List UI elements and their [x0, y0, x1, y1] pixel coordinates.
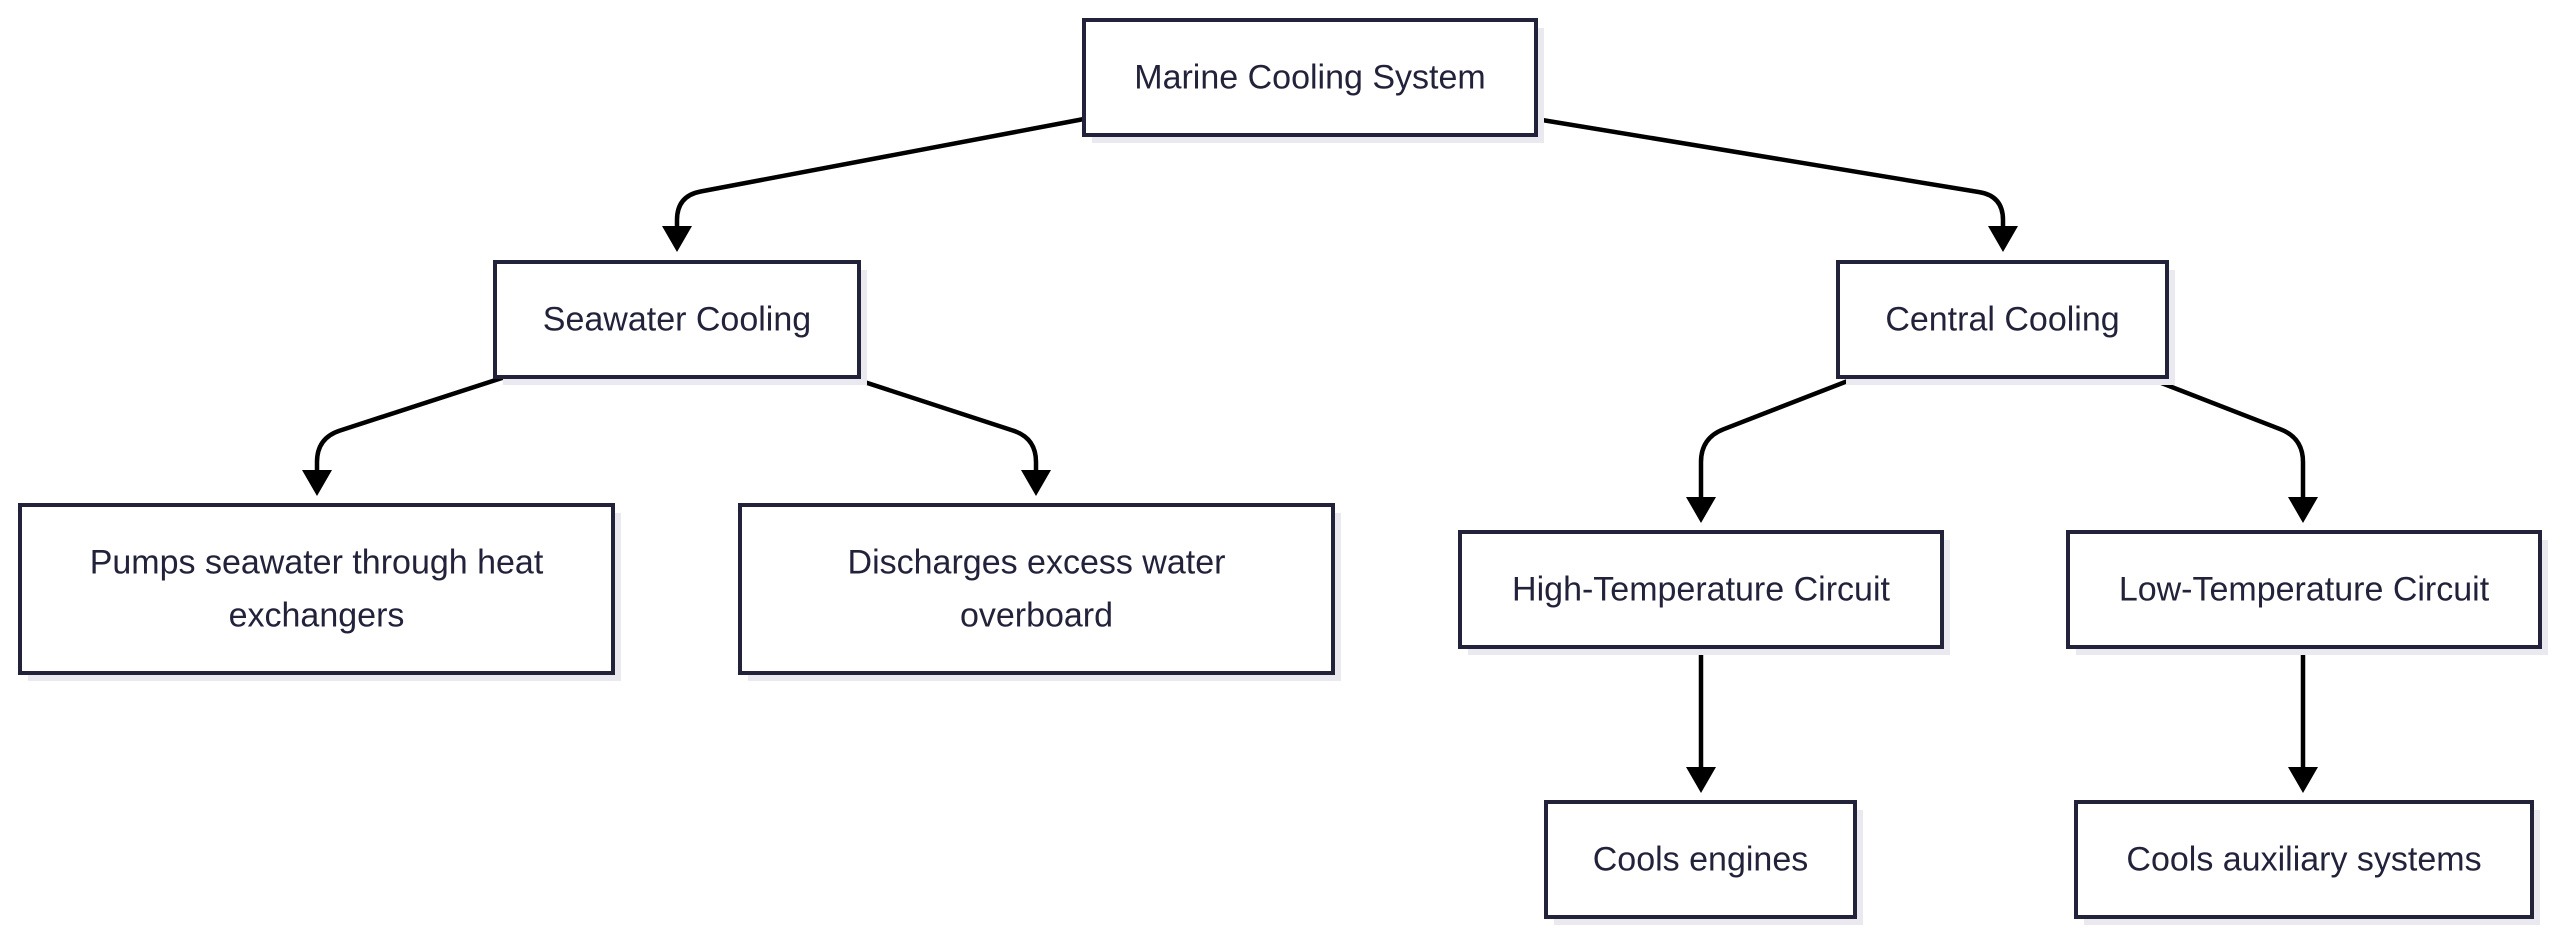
arrowhead-icon	[1021, 470, 1051, 496]
node-label-line: Central Cooling	[1885, 300, 2119, 338]
edge-central-to-ht	[1686, 374, 1859, 523]
edge-line	[674, 116, 1085, 230]
node-seawater: Seawater Cooling	[493, 260, 867, 385]
edge-lt-to-aux	[2288, 647, 2318, 793]
arrowhead-icon	[302, 470, 332, 496]
edge-root-to-central	[1535, 116, 2018, 252]
edge-central-to-lt	[2145, 374, 2318, 523]
node-label-line: overboard	[960, 596, 1113, 634]
node-pumps: Pumps seawater through heat exchangers	[18, 503, 621, 681]
edge-line	[848, 374, 1039, 474]
node-central: Central Cooling	[1836, 260, 2175, 385]
node-lt: Low-Temperature Circuit	[2066, 530, 2548, 655]
node-engines: Cools engines	[1544, 800, 1863, 925]
edge-root-to-seawater	[662, 116, 1085, 252]
node-box	[1544, 800, 1857, 919]
arrowhead-icon	[1686, 767, 1716, 793]
node-box	[2066, 530, 2542, 649]
arrowhead-icon	[2288, 497, 2318, 523]
node-label-line: Cools engines	[1593, 840, 1808, 878]
node-ht: High-Temperature Circuit	[1458, 530, 1950, 655]
node-box	[18, 503, 615, 675]
arrowhead-icon	[1988, 226, 2018, 252]
node-label-line: High-Temperature Circuit	[1512, 570, 1890, 608]
node-label-line: Low-Temperature Circuit	[2119, 570, 2490, 608]
node-root: Marine Cooling System	[1082, 18, 1544, 143]
arrowhead-icon	[1686, 497, 1716, 523]
node-aux: Cools auxiliary systems	[2074, 800, 2540, 925]
node-label-line: Seawater Cooling	[543, 300, 811, 338]
edge-line	[1698, 374, 1859, 501]
node-box	[1082, 18, 1538, 137]
node-label-line: Pumps seawater through heat	[90, 543, 544, 581]
edge-line	[1535, 116, 2006, 230]
edge-seawater-to-discharge	[848, 374, 1051, 496]
node-box	[1836, 260, 2169, 379]
node-label-line: Cools auxiliary systems	[2126, 840, 2481, 878]
node-box	[738, 503, 1335, 675]
node-box	[1458, 530, 1944, 649]
edge-ht-to-engines	[1686, 647, 1716, 793]
node-box	[2074, 800, 2534, 919]
edge-line	[314, 374, 506, 474]
arrowhead-icon	[662, 226, 692, 252]
edge-seawater-to-pumps	[302, 374, 506, 496]
arrowhead-icon	[2288, 767, 2318, 793]
node-label-line: Discharges excess water	[848, 543, 1226, 581]
node-label-line: Marine Cooling System	[1134, 58, 1485, 96]
node-label-line: exchangers	[229, 596, 405, 634]
edges-layer	[302, 116, 2318, 793]
node-box	[493, 260, 861, 379]
node-discharge: Discharges excess water overboard	[738, 503, 1341, 681]
edge-line	[2145, 374, 2306, 501]
